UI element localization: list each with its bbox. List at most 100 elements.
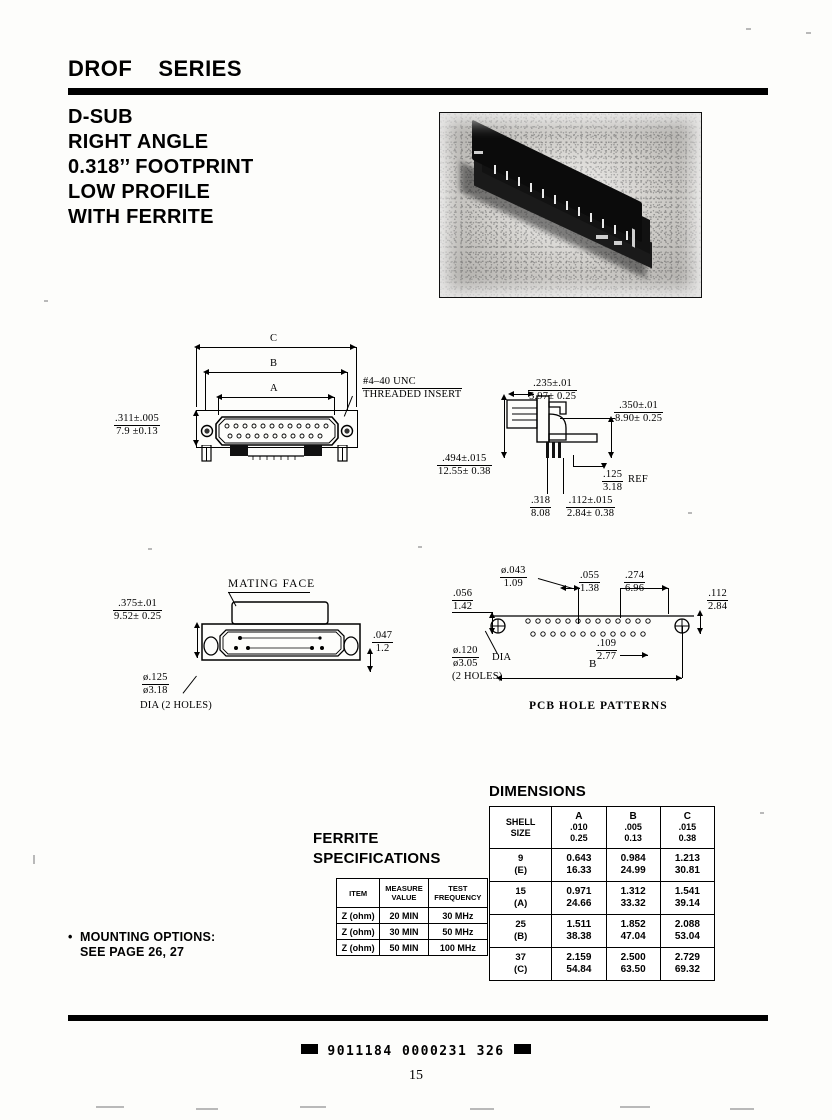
headline-line-4: LOW PROFILE: [68, 181, 211, 203]
pcb-pitch2-mm: 6.96: [624, 583, 645, 595]
scan-speck: [300, 1106, 326, 1108]
side-pin-mm: 2.84± 0.38: [567, 508, 615, 519]
dim-r1-b-mm: 33.32: [620, 898, 646, 909]
pcb-pitch2-callout: .274 6.96: [624, 570, 646, 595]
dim-r0-code: (E): [514, 865, 527, 876]
dim-r3-b-mm: 63.50: [620, 964, 646, 975]
dim-c-letter: C: [683, 811, 691, 822]
mating-face-outline: [201, 601, 361, 661]
scan-speck: [470, 1108, 494, 1110]
scan-speck: [418, 546, 422, 548]
dim-a-tol-mm: 0.25: [570, 833, 588, 843]
table-header-row: ITEM MEASURE VALUE TEST FREQUENCY: [335, 878, 489, 908]
dim-r0-c: 1.213 30.81: [659, 848, 716, 882]
dim-r0-a: 0.643 16.33: [551, 848, 607, 882]
footer-rule: [68, 1015, 768, 1021]
photo-edge-fade: [440, 113, 701, 297]
ferrite-title-line-2: SPECIFICATIONS: [313, 850, 441, 867]
mating-height-in: .375±.01: [113, 598, 163, 611]
side-top-in: .235±.01: [528, 378, 578, 391]
dim-r2-shell: 25 (B): [488, 914, 553, 948]
pcb-right-callout: .112 2.84: [707, 588, 729, 613]
mating-face-label: MATING FACE: [228, 578, 316, 590]
pcb-hole-dia-callout: ø.043 1.09: [500, 565, 527, 590]
dim-r3-c-in: 2.729: [674, 952, 700, 963]
dim-r3-a-mm: 54.84: [566, 964, 592, 975]
threaded-insert-callout: #4–40 UNC THREADED INSERT: [362, 376, 463, 401]
dim-r2-b-mm: 47.04: [620, 931, 646, 942]
bullet-icon: •: [68, 930, 73, 944]
pcb-pitch1-callout: .055 1.38: [579, 570, 601, 595]
pcb-hole-dia-mm: 1.09: [503, 578, 523, 589]
table-row: Z (ohm) 30 MIN 50 MHz: [335, 923, 489, 940]
pcb-hole-dia-in: ø.043: [500, 565, 527, 578]
scan-speck: [730, 1108, 754, 1110]
side-left-in: .494±.015: [437, 453, 492, 466]
thread-note-line-1: #4–40 UNC: [362, 376, 463, 389]
dim-r1-size: 15: [515, 886, 526, 897]
side-foot-in: .318: [530, 495, 552, 508]
dim-r1-c-mm: 39.14: [674, 898, 700, 909]
dimensions-title: DIMENSIONS: [489, 783, 587, 800]
side-view-profile: [506, 395, 598, 458]
scan-speck: [196, 1108, 218, 1110]
header-rule: [68, 88, 768, 95]
pcb-right-mm: 2.84: [708, 601, 728, 612]
dim-r3-b: 2.500 63.50: [605, 947, 661, 981]
ferrite-col-frequency: TEST FREQUENCY: [427, 878, 489, 908]
mating-height-callout: .375±.01 9.52± 0.25: [113, 598, 163, 623]
dim-r1-c-in: 1.541: [674, 886, 700, 897]
ferrite-r1-value: 30 MIN: [379, 923, 429, 940]
dim-col-a: A .010 0.25: [551, 806, 607, 849]
dim-r1-b-in: 1.312: [620, 886, 646, 897]
ferrite-r0-freq: 30 MHz: [427, 907, 489, 924]
table-header-row: SHELL SIZE A .010 0.25 B .005 0.13 C .01…: [488, 806, 716, 849]
dim-r0-a-mm: 16.33: [566, 865, 592, 876]
table-row: 9 (E) 0.643 16.33 0.984 24.99 1.213 30.8…: [488, 848, 716, 882]
dim-col-shell: SHELL SIZE: [488, 806, 553, 849]
ferrite-col-item-l1: ITEM: [349, 888, 368, 898]
mounting-note-line-1: MOUNTING OPTIONS:: [80, 930, 216, 944]
dim-r1-a: 0.971 24.66: [551, 881, 607, 915]
scan-speck: [148, 548, 152, 550]
side-pin-in: .112±.015: [566, 495, 616, 508]
pcb-mount-mm: ø3.05: [453, 658, 478, 669]
mating-height-mm: 9.52± 0.25: [114, 611, 162, 622]
pcb-row-mm: 2.77: [597, 651, 617, 662]
dim-r2-c-in: 2.088: [674, 919, 700, 930]
ferrite-r1-freq: 50 MHz: [427, 923, 489, 940]
dim-r2-a: 1.511 38.38: [551, 914, 607, 948]
ferrite-col-frequency-l1: TEST: [448, 884, 468, 893]
product-headline: D-SUB RIGHT ANGLE 0.318’’ FOOTPRINT LOW …: [68, 105, 254, 230]
headline-line-1: D-SUB: [68, 106, 133, 128]
dim-r1-a-in: 0.971: [566, 886, 592, 897]
side-top-mm: 5.97± 0.25: [529, 391, 577, 402]
dim-r2-a-in: 1.511: [566, 919, 592, 930]
dim-b-tol-in: .005: [624, 822, 642, 832]
dim-r2-c: 2.088 53.04: [659, 914, 716, 948]
dim-r1-b: 1.312 33.32: [605, 881, 661, 915]
dim-a-tol-in: .010: [570, 822, 588, 832]
dim-r0-b-in: 0.984: [620, 853, 646, 864]
pcb-caption: PCB HOLE PATTERNS: [529, 700, 668, 712]
dim-col-b: B .005 0.13: [605, 806, 661, 849]
dim-b-letter: B: [629, 811, 637, 822]
ferrite-title-line-1: FERRITE: [313, 830, 379, 847]
dim-r2-b-in: 1.852: [620, 919, 646, 930]
front-view-label-b: B: [270, 358, 278, 369]
pcb-pitch2-in: .274: [624, 570, 646, 583]
ferrite-specifications-table: ITEM MEASURE VALUE TEST FREQUENCY Z (ohm…: [335, 878, 489, 956]
dim-r0-shell: 9 (E): [488, 848, 553, 882]
mating-hole-callout: ø.125 ø3.18: [142, 672, 169, 697]
barcode-text: 9011184 0000231 326: [327, 1044, 505, 1059]
pcb-row-callout: .109 2.77: [596, 638, 618, 663]
front-view-feet: [201, 445, 348, 462]
series-word: SERIES: [158, 56, 243, 81]
side-pin-callout: .112±.015 2.84± 0.38: [566, 495, 616, 520]
dim-r0-b: 0.984 24.99: [605, 848, 661, 882]
table-row: Z (ohm) 20 MIN 30 MHz: [335, 907, 489, 924]
dim-r1-shell: 15 (A): [488, 881, 553, 915]
front-view-label-a: A: [270, 383, 278, 394]
dim-r2-c-mm: 53.04: [674, 931, 700, 942]
scan-speck: [33, 855, 35, 864]
